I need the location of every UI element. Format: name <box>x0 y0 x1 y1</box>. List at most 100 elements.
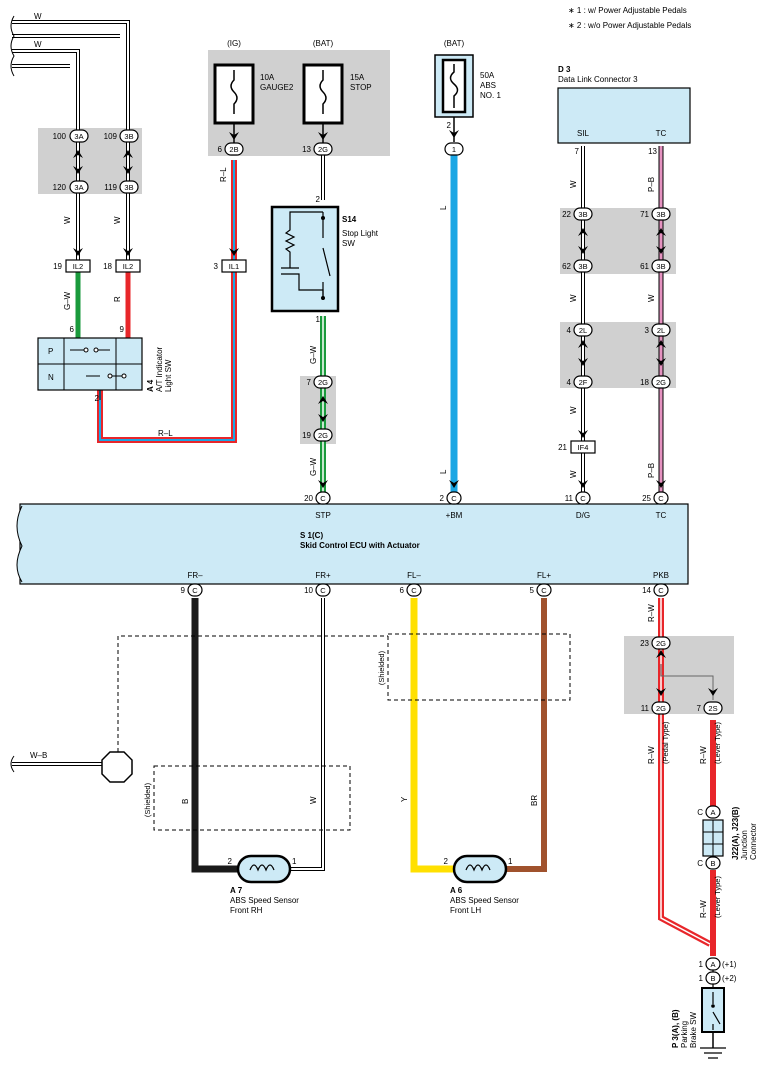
p3-name2: Brake SW <box>689 1012 698 1048</box>
connector-chevrons <box>73 130 718 696</box>
pin-junction-c2: C <box>697 859 703 868</box>
connector-3b-71 <box>651 207 671 221</box>
s14-name1: Stop Light <box>342 229 379 238</box>
conn-c-25: C <box>658 494 664 503</box>
connector-2l-4 <box>573 323 593 337</box>
pin-120: 120 <box>53 183 67 192</box>
wire-br-fl-plus <box>502 598 547 872</box>
wire-label-pb1: P–B <box>647 177 656 192</box>
wire-label-w-b: W <box>34 40 42 49</box>
a6-id: A 6 <box>450 886 463 895</box>
j22-name1: Junction <box>740 830 749 860</box>
connector-2g-23 <box>651 636 671 650</box>
fuse-gauge2-rating: 10A <box>260 73 275 82</box>
wire-label-w-3a: W <box>63 216 72 224</box>
conn-3b-1: 3B <box>124 132 133 141</box>
conn-2g-fuse: 2G <box>318 145 328 154</box>
wire-label-w-d1: W <box>569 180 578 188</box>
conn-c-9: C <box>192 586 198 595</box>
pin-s14-2: 2 <box>316 195 321 204</box>
connector-il2-a <box>65 259 91 273</box>
j22-name2: Connector <box>749 823 758 860</box>
sensor-a6-coil-icon <box>465 864 491 872</box>
connector-2g-11 <box>651 701 671 715</box>
d3-name: Data Link Connector 3 <box>558 75 638 84</box>
a4-name2: Light SW <box>164 359 173 392</box>
ecu-pin-fr-minus: FR– <box>187 571 203 580</box>
junction-band-2g-lower <box>624 636 734 714</box>
pin-junction-c1: C <box>697 808 703 817</box>
fuse-abs-icon <box>449 64 459 108</box>
pin-2s-7: 7 <box>697 704 702 713</box>
connector-b-pkb <box>705 971 721 985</box>
connector-ecu-5 <box>536 583 552 597</box>
shield-label-rh: (Shielded) <box>143 782 152 817</box>
wire-label-gw2: G–W <box>309 345 318 364</box>
parking-brake-contact-icon <box>712 992 721 1030</box>
pin-ecu-9: 9 <box>181 586 186 595</box>
pin-a4-2: 2 <box>95 394 100 403</box>
pin-3b-22: 22 <box>562 210 571 219</box>
ground-break-marks <box>10 755 15 773</box>
connector-ecu-10 <box>315 583 331 597</box>
wire-label-br: BR <box>530 795 539 806</box>
connector-ecu-14 <box>653 583 669 597</box>
conn-2g-19: 2G <box>318 431 328 440</box>
connector-2g-18 <box>651 375 671 389</box>
wire-label-w-s: W <box>309 796 318 804</box>
connector-a-pkb <box>705 957 721 971</box>
pin-a6-2: 2 <box>444 857 449 866</box>
sensor-a7 <box>236 854 292 884</box>
ecu-pin-fr-plus: FR+ <box>315 571 331 580</box>
a6-name2: Front LH <box>450 906 481 915</box>
wire-label-y: Y <box>400 796 409 802</box>
conn-2b: 2B <box>229 145 238 154</box>
connector-3b-upper <box>119 129 139 143</box>
pin-d-13: 13 <box>648 147 657 156</box>
fuse-gauge2-icon <box>230 70 238 114</box>
pin-2l-4: 4 <box>567 326 572 335</box>
a4-n-label: N <box>48 373 54 382</box>
conn-c-20: C <box>320 494 326 503</box>
pin-abs-2: 2 <box>447 121 452 130</box>
a7-name1: ABS Speed Sensor <box>230 896 299 905</box>
s14-id: S14 <box>342 215 357 224</box>
pin-109: 109 <box>104 132 118 141</box>
conn-il1: IL1 <box>229 262 239 271</box>
connector-2l-3 <box>651 323 671 337</box>
wire-label-rw3: R–W <box>699 746 708 764</box>
wire-label-rl2: R–L <box>158 429 173 438</box>
wire-label-l1: L <box>439 205 448 210</box>
fuse-stop-name: STOP <box>350 83 372 92</box>
shield-boxes <box>117 633 571 831</box>
connector-3b-lower <box>119 180 139 194</box>
pin-2f-4: 4 <box>567 378 572 387</box>
fuse-abs-name2: NO. 1 <box>480 91 501 100</box>
fuse-stop <box>302 63 344 146</box>
fuse-stop-source: (BAT) <box>313 39 334 48</box>
fuse-gauge2-source: (IG) <box>227 39 241 48</box>
conn-3a-2: 3A <box>74 183 83 192</box>
pin-ecu-10: 10 <box>304 586 313 595</box>
pin-2l-3: 3 <box>645 326 650 335</box>
connector-3b-61 <box>651 259 671 273</box>
conn-3a-1: 3A <box>74 132 83 141</box>
connector-3b-22 <box>573 207 593 221</box>
pin-ecu-5: 5 <box>530 586 535 595</box>
connector-2g-19 <box>313 428 333 442</box>
s14-switch <box>270 205 340 313</box>
ecu-pin-tc: TC <box>656 511 667 520</box>
conn-c-14: C <box>658 586 664 595</box>
connector-ecu-2 <box>446 491 462 505</box>
pin-2g-7: 7 <box>307 378 312 387</box>
type-label-lever: (Lever Type) <box>713 722 722 764</box>
d3-box <box>557 87 691 144</box>
ecu-pin-fl-plus: FL+ <box>537 571 551 580</box>
wire-label-w-d5: W <box>569 470 578 478</box>
conn-c-10: C <box>320 586 326 595</box>
pin-pkb-plus2: (+2) <box>722 974 737 983</box>
conn-b-pkb: B <box>710 974 715 983</box>
ecu-pin-fl-minus: FL– <box>407 571 421 580</box>
ground-symbol-icon <box>700 1047 726 1059</box>
sensor-a6 <box>452 854 508 884</box>
